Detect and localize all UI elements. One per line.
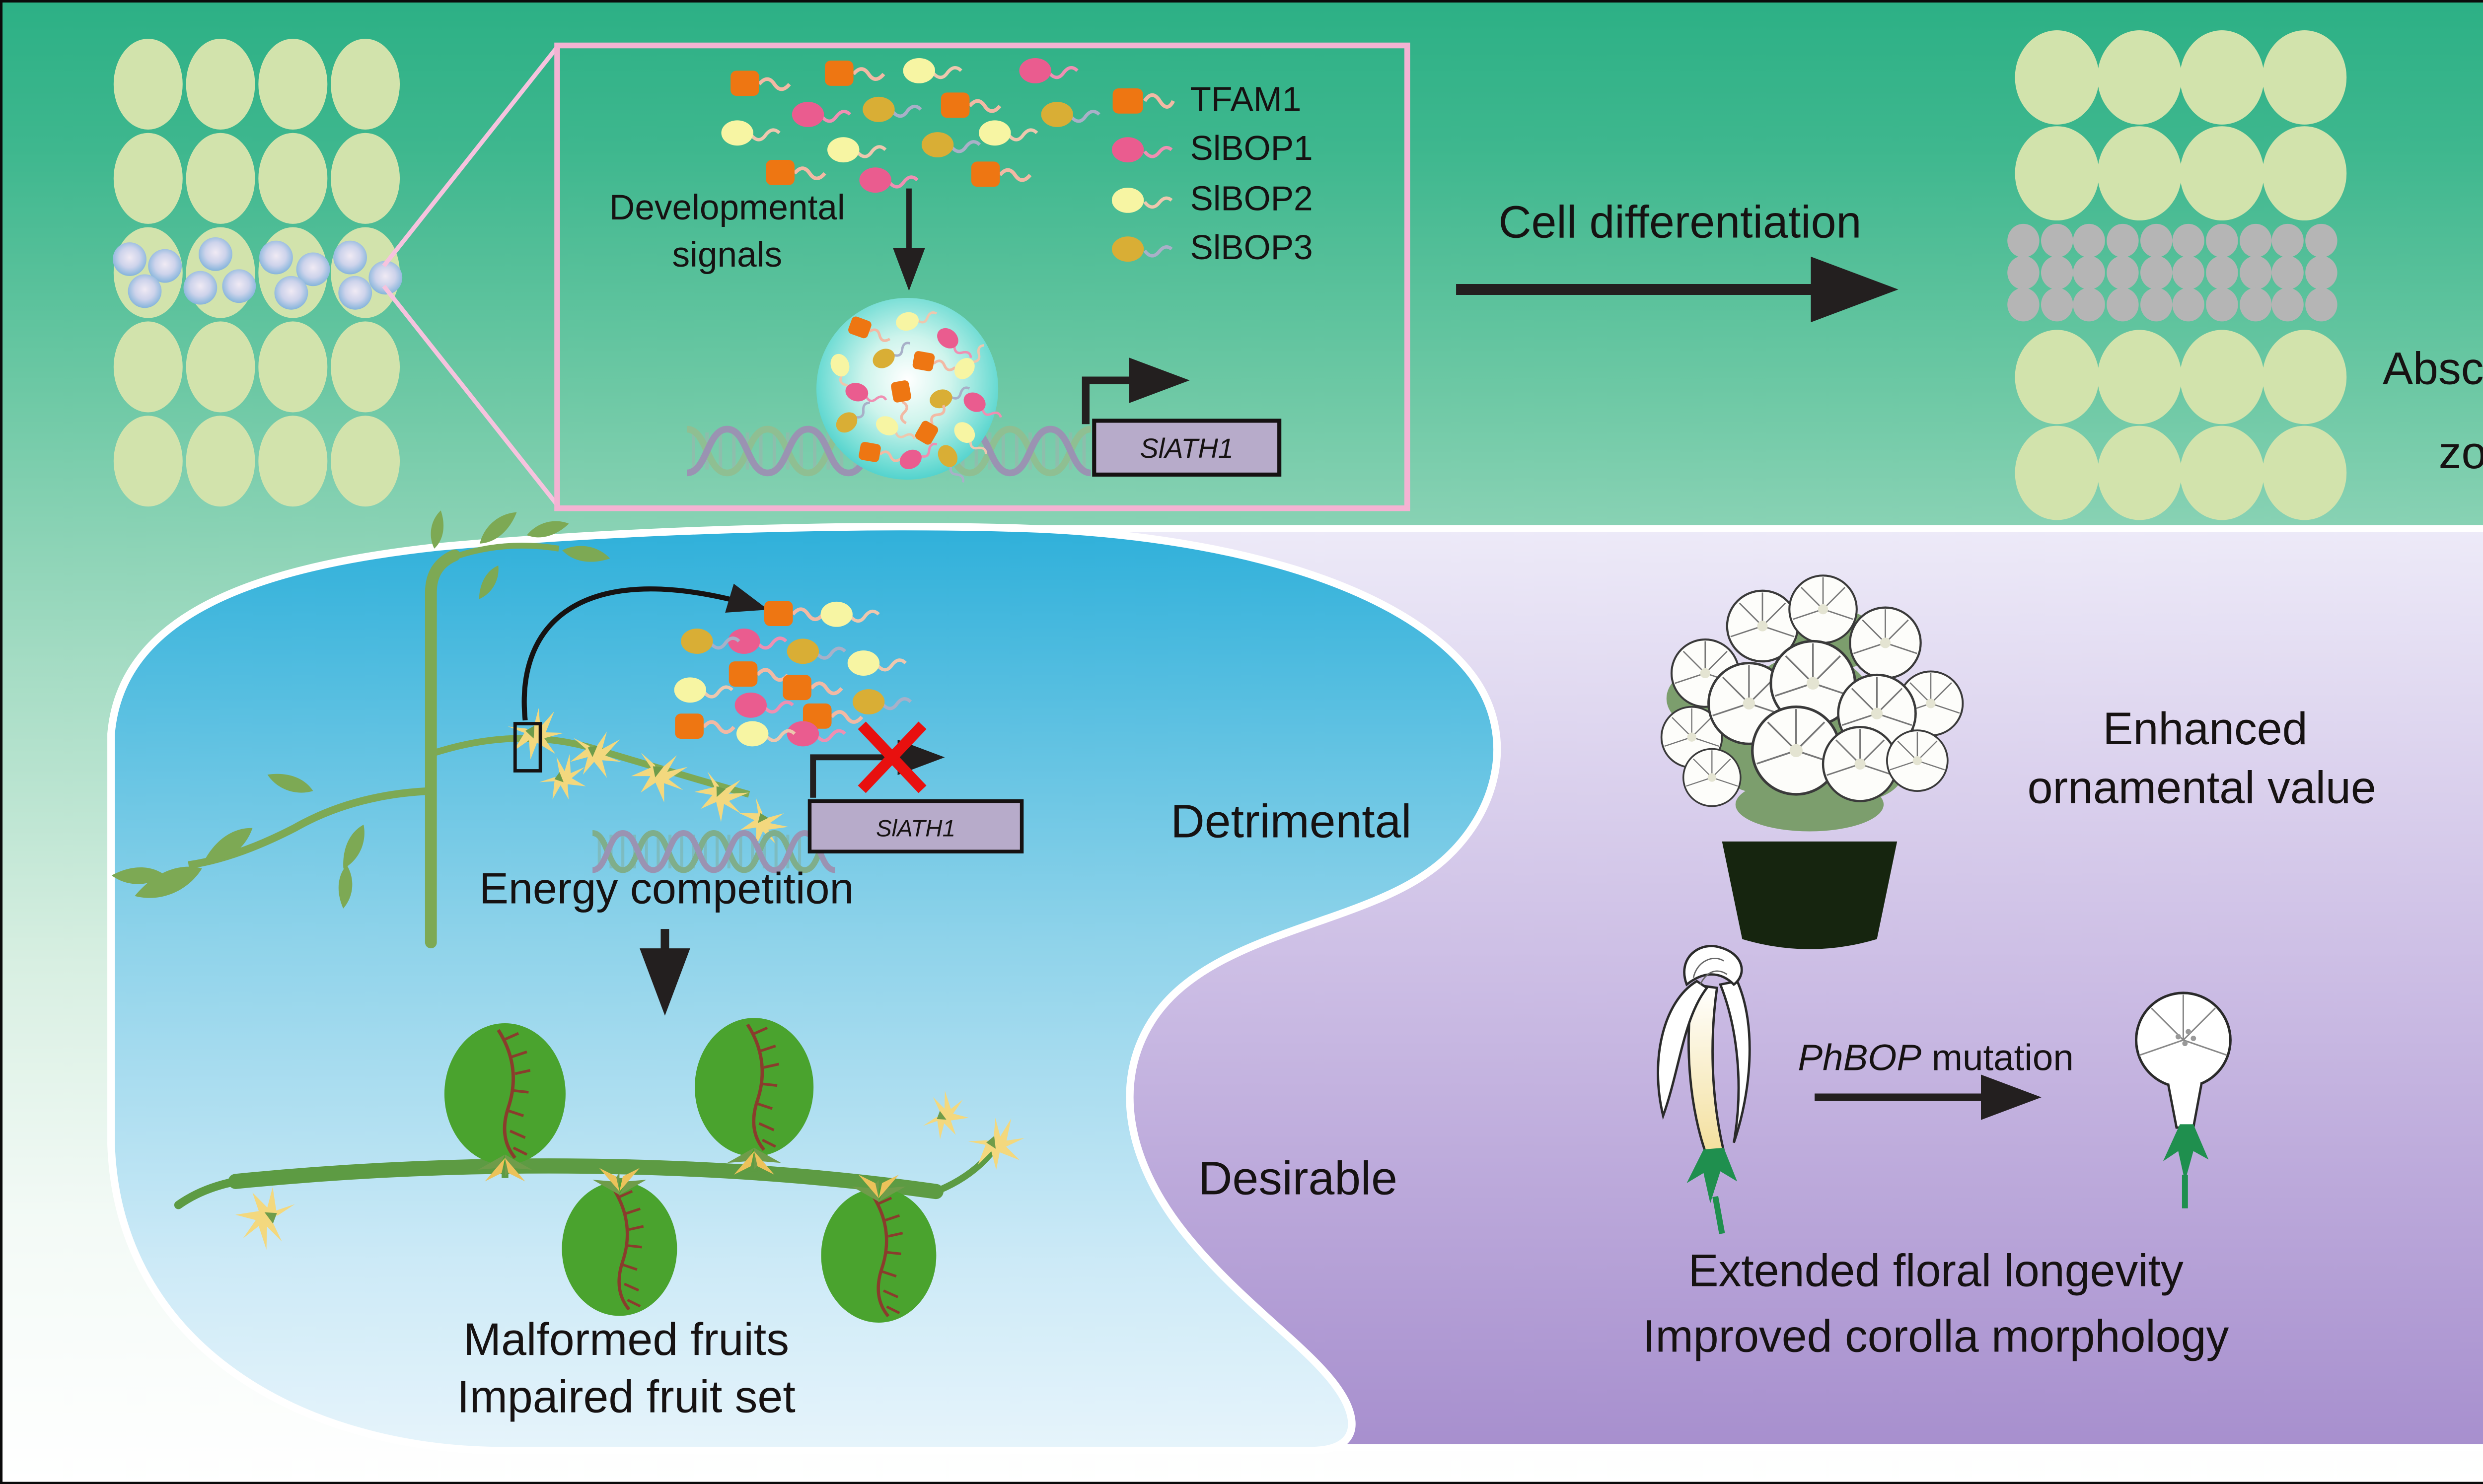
abscission-zone-line1: Abscission — [2383, 344, 2483, 394]
open-flower — [2134, 991, 2232, 1208]
legend-label: TFAM1 — [1190, 80, 1302, 119]
detrimental-region — [107, 523, 1501, 1455]
abscission-zone-cells — [2007, 30, 2347, 520]
phbop-mutation-label: PhBOP mutation — [1798, 1036, 2074, 1079]
release-curved-arrow — [521, 583, 768, 721]
gene-label-detrimental: SlATH1 — [876, 816, 955, 842]
legend-item-slbop2: SlBOP2 — [1111, 175, 1313, 225]
developmental-signals-line2: signals — [672, 236, 783, 276]
abscission-zone-line2: zone — [2438, 427, 2483, 479]
transcription-arrow — [1082, 357, 1190, 424]
dna-helix-detrimental — [592, 830, 836, 873]
slbop2-molecule-icon — [1111, 187, 1173, 212]
wilted-flower — [1657, 945, 1751, 1234]
legend-item-slbop3: SlBOP3 — [1111, 225, 1313, 275]
tf-condensate — [816, 297, 1006, 487]
detrimental-label: Detrimental — [1170, 795, 1412, 848]
impaired-fruit-set-label: Impaired fruit set — [457, 1372, 796, 1422]
energy-competition-label: Energy competition — [479, 862, 854, 914]
tfam1-molecule-icon — [1112, 88, 1175, 113]
slath1-gene-active: SlATH1 — [1082, 357, 1282, 477]
extended-longevity-label: Extended floral longevity — [1688, 1245, 2184, 1296]
precursor-cell-dots — [113, 237, 403, 310]
slbop1-molecule-icon — [1111, 138, 1173, 163]
legend-label: SlBOP2 — [1190, 179, 1313, 218]
developmental-signals-line1: Developmental — [609, 189, 845, 228]
phbop-gene-name: PhBOP — [1798, 1036, 1922, 1079]
slath1-gene-blocked: SlATH1 — [807, 721, 1024, 853]
cell-differentiation-label: Cell differentiation — [1498, 197, 1862, 248]
malformed-fruits-label: Malformed fruits — [463, 1314, 790, 1365]
magnification-lines — [382, 46, 559, 506]
enhanced-line2: ornamental value — [2027, 763, 2376, 813]
desirable-label: Desirable — [1198, 1152, 1397, 1204]
inspect-rectangle — [513, 722, 542, 773]
enhanced-line1: Enhanced — [2103, 704, 2308, 755]
legend-label: SlBOP1 — [1190, 130, 1313, 169]
legend-label: SlBOP3 — [1190, 229, 1313, 268]
tf-molecules-free — [721, 58, 1099, 193]
slbop3-molecule-icon — [1111, 237, 1173, 262]
tomato-plant — [111, 509, 795, 949]
red-x-icon — [858, 721, 927, 793]
legend-item-slbop1: SlBOP1 — [1111, 126, 1313, 175]
legend-item-tfam1: TFAM1 — [1111, 76, 1313, 126]
improved-corolla-label: Improved corolla morphology — [1643, 1311, 2229, 1362]
small-differentiated-cells — [2007, 223, 2337, 322]
mutation-word: mutation — [1921, 1036, 2074, 1079]
stem-cell-cluster — [113, 38, 403, 507]
inset-box — [554, 42, 1410, 511]
petunia-pot-plant — [1660, 575, 1964, 949]
legend: TFAM1 SlBOP1 SlBOP2 SlBOP3 — [1111, 76, 1313, 275]
gene-label-inset: SlATH1 — [1140, 432, 1234, 464]
malformed-fruit-branch — [174, 1018, 1033, 1323]
